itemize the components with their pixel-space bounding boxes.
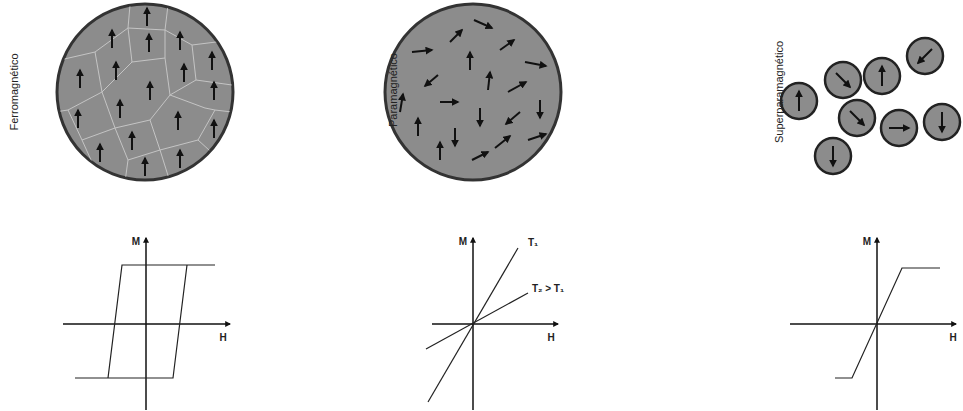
magnetization-graph [790, 238, 956, 410]
axis-label: H [949, 333, 956, 343]
series-label: Paramagnético [388, 53, 399, 127]
axis-label: M [863, 237, 871, 247]
nanoparticles [781, 38, 960, 174]
paramagnetic-sample [385, 4, 561, 180]
curve-label: T₁ [528, 238, 538, 248]
ferromagnetic-sample [55, 4, 233, 182]
axis-label: H [547, 333, 554, 343]
series-label: Ferromagnético [9, 53, 20, 130]
axis-label: H [219, 333, 226, 343]
curve-label: T₂ > T₁ [532, 284, 564, 294]
axis-label: M [459, 237, 467, 247]
susceptibility-graph [426, 238, 558, 410]
series-label: Superparamagnético [774, 41, 785, 143]
axis-label: M [132, 237, 140, 247]
hysteresis-graph [63, 238, 230, 410]
